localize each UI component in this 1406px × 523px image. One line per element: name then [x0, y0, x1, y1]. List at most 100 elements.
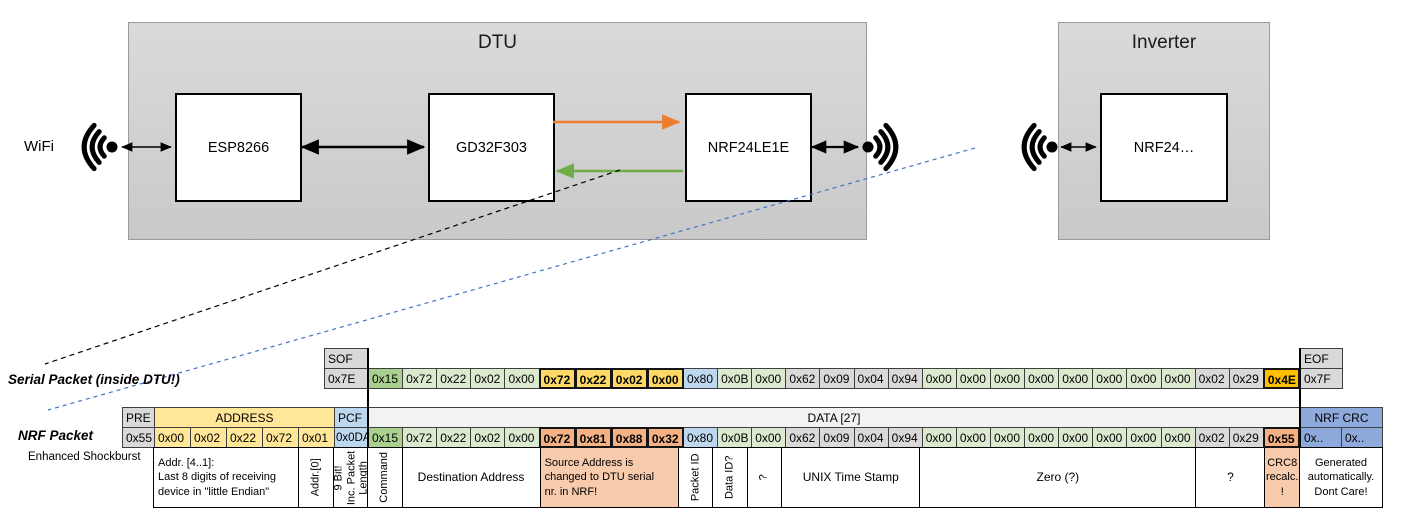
byte-cell: 0x72: [402, 427, 438, 448]
byte-cell: 0x02: [1194, 427, 1230, 448]
byte-cell: 0x00: [921, 427, 957, 448]
byte-cell: 0x..: [1300, 427, 1342, 448]
annotation-cell: Command: [367, 447, 403, 508]
wifi-icon-inverter: [1021, 122, 1058, 172]
wifi-icon-nrf-dtu: [862, 122, 899, 172]
nrf24le1e-box: NRF24LE1E: [685, 93, 812, 202]
annotation-cell: UNIX Time Stamp: [781, 447, 921, 508]
data-region-right-divider: [1298, 348, 1301, 448]
annotation-row: Addr. [4..1]: Last 8 digits of receiving…: [0, 447, 1406, 508]
byte-cell: 0x94: [887, 427, 923, 448]
byte-cell: 0x00: [751, 368, 787, 389]
annotation-cell: Data ID?: [712, 447, 748, 508]
annotation-cell: Source Address is changed to DTU serial …: [539, 447, 679, 508]
annotation-vertical-text: Packet ID: [689, 453, 702, 502]
annotation-cell: Addr.[0]: [297, 447, 335, 508]
byte-cell: 0x62: [785, 427, 821, 448]
nrf-crc-byte-row: 0x..0x..: [1300, 427, 1383, 448]
wifi-label: WiFi: [24, 138, 54, 155]
byte-cell: 0x00: [955, 368, 991, 389]
byte-cell: 0x22: [436, 368, 472, 389]
byte-cell: 0x22: [436, 427, 472, 448]
byte-cell: 0x00: [504, 427, 540, 448]
annotation-cell: Packet ID: [677, 447, 714, 508]
byte-cell: 0x22: [574, 368, 612, 389]
byte-cell: 0x02: [470, 368, 506, 389]
esp8266-label: ESP8266: [207, 139, 270, 156]
byte-cell: 0x00: [646, 368, 684, 389]
byte-cell: 0x15: [368, 427, 404, 448]
byte-cell: 0x00: [1160, 427, 1196, 448]
byte-cell: 0x00: [154, 427, 191, 448]
eof-byte-cell: 0x7F: [1300, 368, 1343, 389]
inverter-title: Inverter: [1131, 32, 1197, 53]
annotation-vertical-text: Addr.[0]: [310, 458, 323, 497]
annotation-vertical-text: ?: [758, 474, 771, 481]
nrf24le1e-label: NRF24LE1E: [707, 139, 790, 156]
byte-cell: 0x00: [1126, 368, 1162, 389]
data-region-left-divider: [366, 348, 369, 448]
byte-cell: 0x81: [574, 427, 612, 448]
annotation-cell: Generated automatically. Dont Care!: [1299, 447, 1383, 508]
byte-cell: 0x04: [853, 427, 889, 448]
annotation-cell: Destination Address: [401, 447, 541, 508]
byte-cell: 0x29: [1228, 427, 1264, 448]
byte-cell: 0x..: [1341, 427, 1383, 448]
byte-cell: 0x00: [1092, 427, 1128, 448]
byte-cell: 0x0B: [717, 427, 753, 448]
annotation-cell: ?: [1195, 447, 1266, 508]
gd32f303-box: GD32F303: [428, 93, 555, 202]
byte-cell: 0x32: [646, 427, 684, 448]
data-header-cell: DATA [27]: [368, 407, 1300, 428]
byte-cell: 0x0B: [717, 368, 753, 389]
byte-cell: 0x04: [853, 368, 889, 389]
nrf-packet-label: NRF Packet: [18, 428, 94, 443]
inverter-nrf24-box: NRF24…: [1100, 93, 1228, 202]
sof-byte-cell: 0x7E: [324, 368, 368, 389]
annotation-cell: Addr. [4..1]: Last 8 digits of receiving…: [153, 447, 299, 508]
pre-header-cell: PRE: [122, 407, 155, 428]
byte-cell: 0x02: [470, 427, 506, 448]
byte-cell: 0x09: [819, 427, 855, 448]
nrf-crc-header-cell: NRF CRC: [1300, 407, 1383, 428]
esp8266-box: ESP8266: [175, 93, 302, 202]
inverter-nrf24-label: NRF24…: [1133, 139, 1195, 156]
gd32f303-label: GD32F303: [456, 139, 527, 156]
byte-cell: 0x00: [989, 368, 1026, 389]
byte-cell: 0x22: [226, 427, 263, 448]
pcf-header-cell: PCF: [334, 407, 369, 428]
byte-cell: 0x09: [819, 368, 855, 389]
byte-cell: 0x00: [504, 368, 540, 389]
byte-cell: 0x01: [298, 427, 335, 448]
pre-byte-cell: 0x55: [122, 427, 155, 448]
byte-cell: 0x00: [1126, 427, 1162, 448]
byte-cell: 0x94: [887, 368, 923, 389]
dtu-title: DTU: [477, 32, 518, 53]
wifi-icon-dtu: [81, 122, 118, 172]
byte-cell: 0x72: [538, 368, 576, 389]
byte-cell: 0x00: [1092, 368, 1128, 389]
byte-cell: 0x55: [1262, 427, 1300, 448]
byte-cell: 0x00: [1058, 427, 1094, 448]
inverter-group-box: Inverter: [1058, 22, 1270, 240]
enhanced-shockburst-label: Enhanced Shockburst: [28, 451, 141, 463]
serial-packet-label: Serial Packet (inside DTU!): [8, 372, 180, 387]
byte-cell: 0x80: [682, 427, 719, 448]
byte-cell: 0x72: [402, 368, 438, 389]
byte-cell: 0x00: [1160, 368, 1196, 389]
byte-cell: 0x29: [1228, 368, 1264, 389]
byte-cell: 0x00: [1024, 368, 1060, 389]
annotation-cell: CRC8 recalc. !: [1264, 447, 1300, 508]
annotation-cell: ?: [746, 447, 783, 508]
annotation-vertical-text: 9 Bit! Inc. Packet Length: [333, 450, 369, 505]
byte-cell: 0x62: [785, 368, 821, 389]
annotation-vertical-text: Command: [378, 452, 391, 503]
byte-cell: 0x72: [262, 427, 299, 448]
byte-cell: 0x02: [1194, 368, 1230, 389]
byte-cell: 0x00: [1024, 427, 1060, 448]
eof-header-cell: EOF: [1300, 348, 1343, 369]
